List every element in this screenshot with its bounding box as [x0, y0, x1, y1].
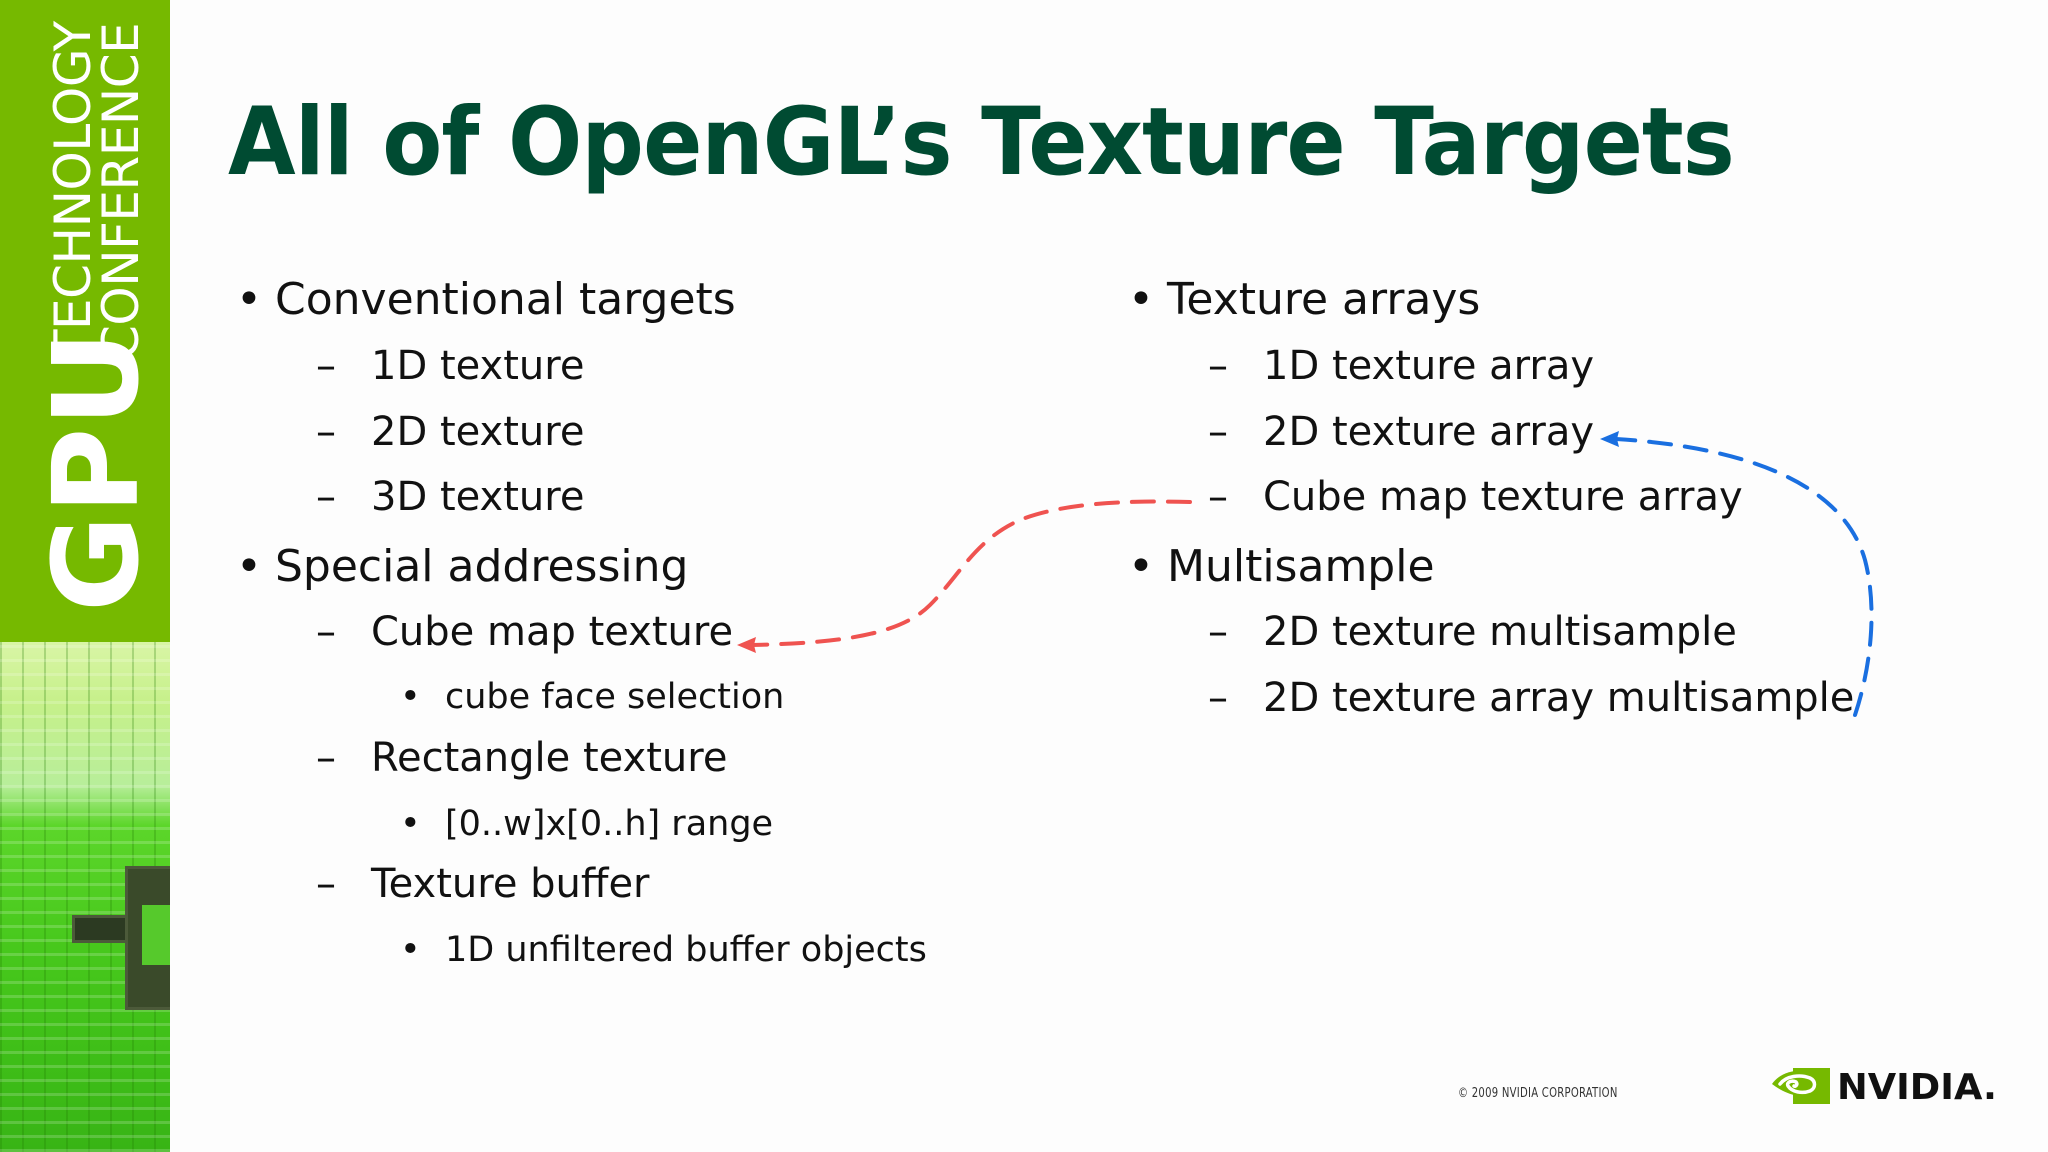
list-item-text: 3D texture	[371, 474, 585, 520]
bullet-icon: •	[400, 930, 421, 970]
chip-decoration	[142, 905, 170, 965]
bullet-icon: •	[400, 677, 421, 717]
blue-dashed-arrow	[1600, 431, 1874, 717]
dash-icon: –	[316, 861, 336, 907]
list-item-text: 2D texture array multisample	[1263, 675, 1855, 721]
dash-icon: –	[1208, 675, 1228, 721]
list-item-text: 2D texture array	[1263, 409, 1595, 455]
conference-sidebar: GPU TECHNOLOGY CONFERENCE	[0, 0, 170, 1152]
slide-title: All of OpenGL’s Texture Targets	[228, 88, 1735, 197]
list-item-text: 1D unfiltered buffer objects	[445, 930, 927, 970]
dash-icon: –	[316, 735, 336, 781]
list-item-text: Texture buffer	[371, 861, 650, 907]
list-item-text: 1D texture	[371, 343, 585, 389]
bullet-icon: •	[400, 804, 421, 844]
list-item-text: Cube map texture array	[1263, 474, 1743, 520]
copyright-notice: © 2009 NVIDIA CORPORATION	[1458, 1086, 1618, 1101]
dash-icon: –	[316, 609, 336, 655]
list-item-text: 2D texture	[371, 409, 585, 455]
dash-icon: –	[1208, 343, 1228, 389]
list-item-text: 1D texture array	[1263, 343, 1595, 389]
dash-icon: –	[316, 474, 336, 520]
list-item-text: 2D texture multisample	[1263, 609, 1737, 655]
arrowhead-icon	[737, 637, 756, 653]
bullet-icon: •	[236, 274, 262, 325]
list-item-text: [0..w]x[0..h] range	[445, 804, 774, 844]
list-item-text: Cube map texture	[371, 609, 734, 655]
bullet-icon: •	[1128, 274, 1154, 325]
dash-icon: –	[1208, 609, 1228, 655]
bullet-icon: •	[236, 541, 262, 592]
list-item-text: Multisample	[1167, 541, 1435, 592]
list-item-text: Texture arrays	[1167, 274, 1481, 325]
list-item-text: cube face selection	[445, 677, 785, 717]
dash-icon: –	[1208, 409, 1228, 455]
list-item-text: Rectangle texture	[371, 735, 728, 781]
list-item-text: Conventional targets	[275, 274, 736, 325]
arrowhead-icon	[1600, 431, 1619, 447]
nvidia-eye-logo-icon	[1772, 1068, 1830, 1104]
nvidia-wordmark: NVIDIA.	[1837, 1067, 1998, 1108]
dash-icon: –	[1208, 474, 1228, 520]
bullet-icon: •	[1128, 541, 1154, 592]
dash-icon: –	[316, 343, 336, 389]
list-item-text: Special addressing	[275, 541, 689, 592]
red-dashed-arrow	[737, 499, 1192, 653]
dash-icon: –	[316, 409, 336, 455]
